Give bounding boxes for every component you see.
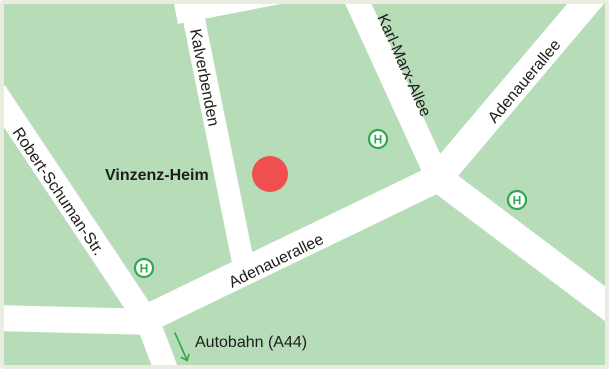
map-land [4,4,605,365]
road-karl-marx-allee [345,4,449,183]
bus-stop-letter: H [140,261,149,275]
bus-stop-icon[interactable]: H [506,189,528,211]
poi-label-vinzenz-heim: Vinzenz-Heim [105,167,209,184]
highway-label: Autobahn (A44) [195,334,307,351]
road-east-branch [429,166,605,322]
bus-stop-ring [367,128,389,150]
road-kalverbenden [179,4,254,265]
street-map[interactable]: Kalverbenden Karl-Marx-Allee Adenauerall… [4,4,605,365]
bus-stop-ring [133,257,155,279]
arrow-down-right-icon [174,332,190,362]
poi-vinzenz-heim[interactable]: Vinzenz-Heim [105,156,288,192]
road-network [4,4,605,365]
location-dot-icon[interactable] [252,156,288,192]
bus-stop-letter: H [513,193,522,207]
road-adenauerallee-main [143,165,445,330]
bus-stop-icon[interactable]: H [133,257,155,279]
arrow-head [180,353,190,362]
arrow-shaft [174,332,188,361]
bus-stop-ring [506,189,528,211]
road-lower-horizontal [4,305,151,335]
road-adenauerallee-upper [427,4,604,188]
bus-stop-letter: H [374,132,383,146]
highway-direction[interactable]: Autobahn (A44) [174,332,307,362]
bus-stop-icon[interactable]: H [367,128,389,150]
